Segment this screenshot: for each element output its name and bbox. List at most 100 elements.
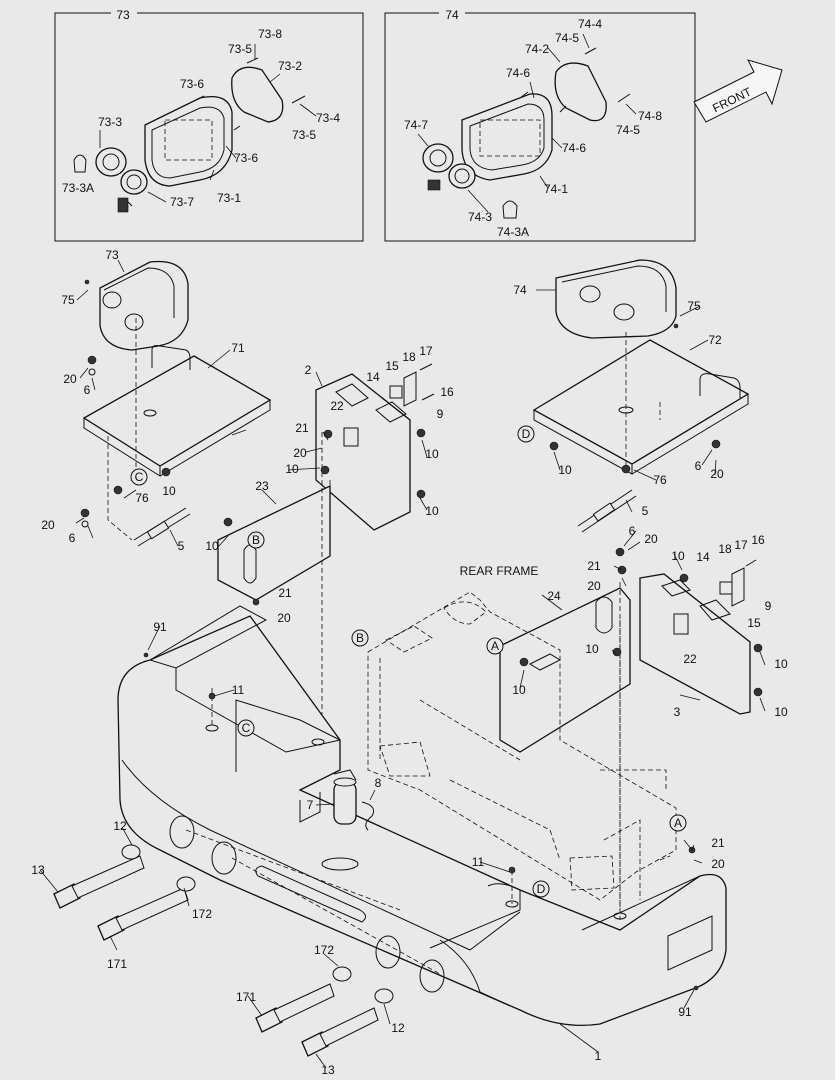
- filler-cap-7: [333, 769, 375, 831]
- leader-lines: [39, 259, 766, 1069]
- inset-box-73: 73 73-8 73-5 73-2 73-6 73-4 73-3 7: [54, 5, 364, 242]
- callout-10-c: 10: [425, 504, 439, 518]
- callout-75: 75: [61, 293, 75, 307]
- callout-10-i: 10: [774, 705, 788, 719]
- bolt-171-upper: [97, 876, 196, 941]
- box-73-label: 73: [116, 8, 130, 22]
- callout-6-b: 6: [69, 531, 76, 545]
- callout-74: 74: [513, 283, 527, 297]
- callouts: 73 75 71 20 6 2 18 17 14 15 16 22 9 21 2…: [31, 248, 788, 1077]
- callout-6-d: 6: [629, 524, 636, 538]
- callout-20: 20: [63, 372, 77, 386]
- callout-17-b: 17: [734, 538, 748, 552]
- callout-20-b: 20: [293, 446, 307, 460]
- lens-cover-74-2: [554, 62, 607, 122]
- callout-73-3A: 73-3A: [62, 181, 94, 195]
- callout-9-b: 9: [765, 599, 772, 613]
- callout-76: 76: [135, 491, 149, 505]
- ref-marker-b: B: [252, 533, 260, 547]
- callout-5: 5: [178, 539, 185, 553]
- callout-73-7: 73-7: [170, 195, 194, 209]
- latch-parts-right: [719, 559, 757, 607]
- ref-marker-a-2: A: [674, 816, 682, 830]
- callout-10-f: 10: [558, 463, 572, 477]
- ref-markers: C B D B A C A D: [130, 425, 687, 898]
- callout-6-c: 6: [695, 459, 702, 473]
- callout-74-7: 74-7: [404, 118, 428, 132]
- callout-73-6-b: 73-6: [234, 151, 258, 165]
- callout-18: 18: [402, 350, 416, 364]
- callout-171: 171: [107, 957, 127, 971]
- box-74-label: 74: [445, 8, 459, 22]
- callout-10-e: 10: [205, 539, 219, 553]
- callout-10-d: 10: [162, 484, 176, 498]
- left-lamp-assembly-73: [99, 260, 189, 351]
- callout-3: 3: [674, 705, 681, 719]
- callout-10-h: 10: [774, 657, 788, 671]
- mounting-plate-71: [82, 318, 272, 541]
- callout-21-d: 21: [711, 836, 725, 850]
- callout-172-b: 172: [314, 943, 334, 957]
- callout-23: 23: [255, 479, 269, 493]
- callout-74-3: 74-3: [468, 210, 492, 224]
- callout-10-k: 10: [585, 642, 599, 656]
- callout-73-6: 73-6: [180, 77, 204, 91]
- bolt-13-lower: [301, 988, 394, 1057]
- rear-frame: REAR FRAME: [367, 564, 677, 901]
- callout-7: 7: [307, 798, 314, 812]
- callout-74-5: 74-5: [555, 31, 579, 45]
- callout-91-b: 91: [678, 1005, 692, 1019]
- ref-marker-b-2: B: [356, 631, 364, 645]
- callout-74-1: 74-1: [544, 182, 568, 196]
- callout-20-c: 20: [41, 518, 55, 532]
- callout-21: 21: [295, 421, 309, 435]
- ref-marker-d: D: [522, 427, 531, 441]
- bracket-3: [639, 573, 751, 715]
- bracket-23: [217, 484, 331, 601]
- bracket-2: [315, 373, 411, 531]
- callout-15: 15: [385, 359, 399, 373]
- callout-16-b: 16: [751, 533, 765, 547]
- bolt-13-upper: [53, 844, 145, 909]
- callout-5-b: 5: [642, 504, 649, 518]
- callout-12: 12: [113, 819, 127, 833]
- callout-15-b: 15: [747, 616, 761, 630]
- bolt-171-lower: [255, 966, 352, 1033]
- callout-20-f: 20: [587, 579, 601, 593]
- callout-18-b: 18: [718, 542, 732, 556]
- mounting-plate-72: [532, 332, 750, 475]
- callout-11-b: 11: [472, 855, 485, 869]
- ref-marker-c: C: [135, 470, 144, 484]
- lens-cover-73-2: [231, 66, 284, 123]
- callout-1: 1: [595, 1049, 602, 1063]
- callout-10-j: 10: [512, 683, 526, 697]
- callout-91: 91: [153, 620, 167, 634]
- rear-lamp-housing-73-1: [144, 95, 233, 187]
- bracket-24: [499, 587, 631, 753]
- callout-14-b: 14: [696, 550, 710, 564]
- callout-20-e: 20: [644, 532, 658, 546]
- callout-22: 22: [330, 399, 344, 413]
- callout-9: 9: [437, 407, 444, 421]
- counterweight-1: [117, 605, 727, 1027]
- lamp-73-3: [73, 147, 148, 213]
- callout-13: 13: [31, 863, 45, 877]
- callout-74-5-b: 74-5: [616, 123, 640, 137]
- callout-22-b: 22: [683, 652, 697, 666]
- callout-74-6-b: 74-6: [562, 141, 586, 155]
- ref-marker-d-2: D: [537, 882, 546, 896]
- callout-73-5-b: 73-5: [292, 128, 316, 142]
- callout-74-4: 74-4: [578, 17, 602, 31]
- callout-75-b: 75: [687, 299, 701, 313]
- callout-73-1: 73-1: [217, 191, 241, 205]
- callout-171-b: 171: [236, 990, 256, 1004]
- callout-11: 11: [232, 683, 245, 697]
- callout-6: 6: [84, 383, 91, 397]
- callout-73-5: 73-5: [228, 42, 252, 56]
- callout-72: 72: [708, 333, 722, 347]
- callout-172: 172: [192, 907, 212, 921]
- callout-73-4: 73-4: [316, 111, 340, 125]
- callout-10-g: 10: [671, 549, 685, 563]
- fasteners: [80, 279, 763, 991]
